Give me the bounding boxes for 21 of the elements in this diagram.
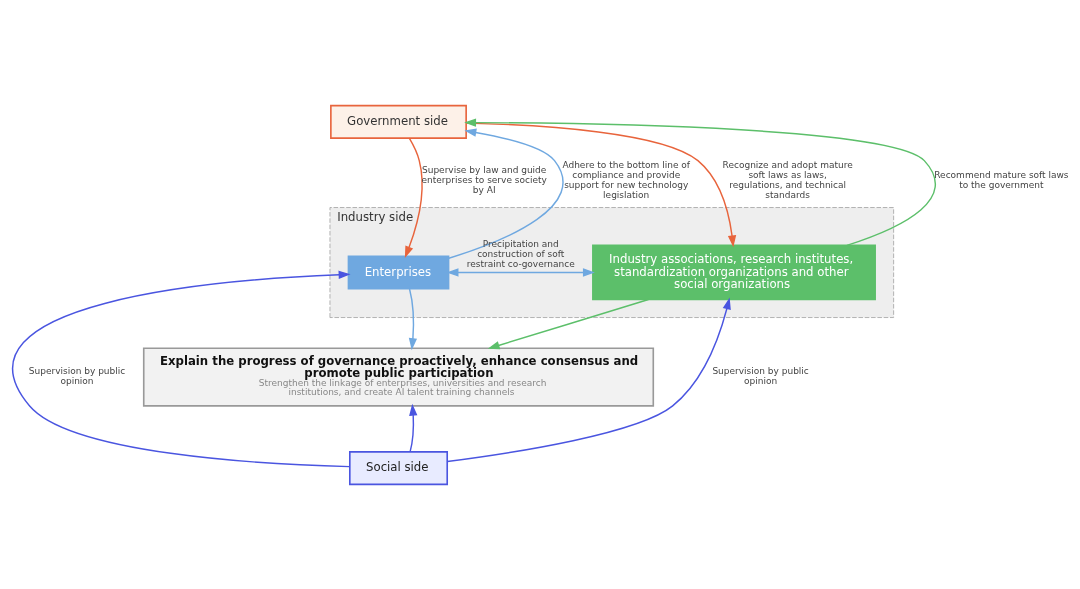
arrow <box>409 403 418 453</box>
edge-label: Adhere to the bottom line of compliance and provide support for new technology legislation <box>562 159 691 200</box>
arrow <box>446 296 731 462</box>
node-box: Social side <box>349 450 448 485</box>
edge-label: Recommend mature soft laws to the government <box>934 169 1069 190</box>
edge-label: Supervise by law and guide enterprises to serve society by AI <box>421 164 547 195</box>
arrow <box>487 298 650 349</box>
arrow <box>408 287 418 350</box>
node-box: Explain the progress of governance proactively, enhance consensus and promote public participation Strengthen the linkage of enterprises, universities and research institutions, and create AI talent training channels <box>142 346 655 407</box>
edge-label: Supervision by public opinion <box>28 365 126 386</box>
node-box: Industry associations, research institutes, standardization organizations and other social organizations <box>592 244 876 300</box>
node-box: Enterprises <box>347 254 450 289</box>
arrow <box>12 270 351 467</box>
arrow <box>464 117 936 246</box>
edge-label: Recognize and adopt mature soft laws as laws, regulations, and technical standards <box>722 159 853 200</box>
node-box: Government side <box>330 104 467 139</box>
arrow <box>448 127 564 259</box>
arrow <box>465 121 737 247</box>
edge-label: Supervision by public opinion <box>712 365 809 386</box>
arrow <box>446 267 595 277</box>
arrow <box>404 137 423 258</box>
